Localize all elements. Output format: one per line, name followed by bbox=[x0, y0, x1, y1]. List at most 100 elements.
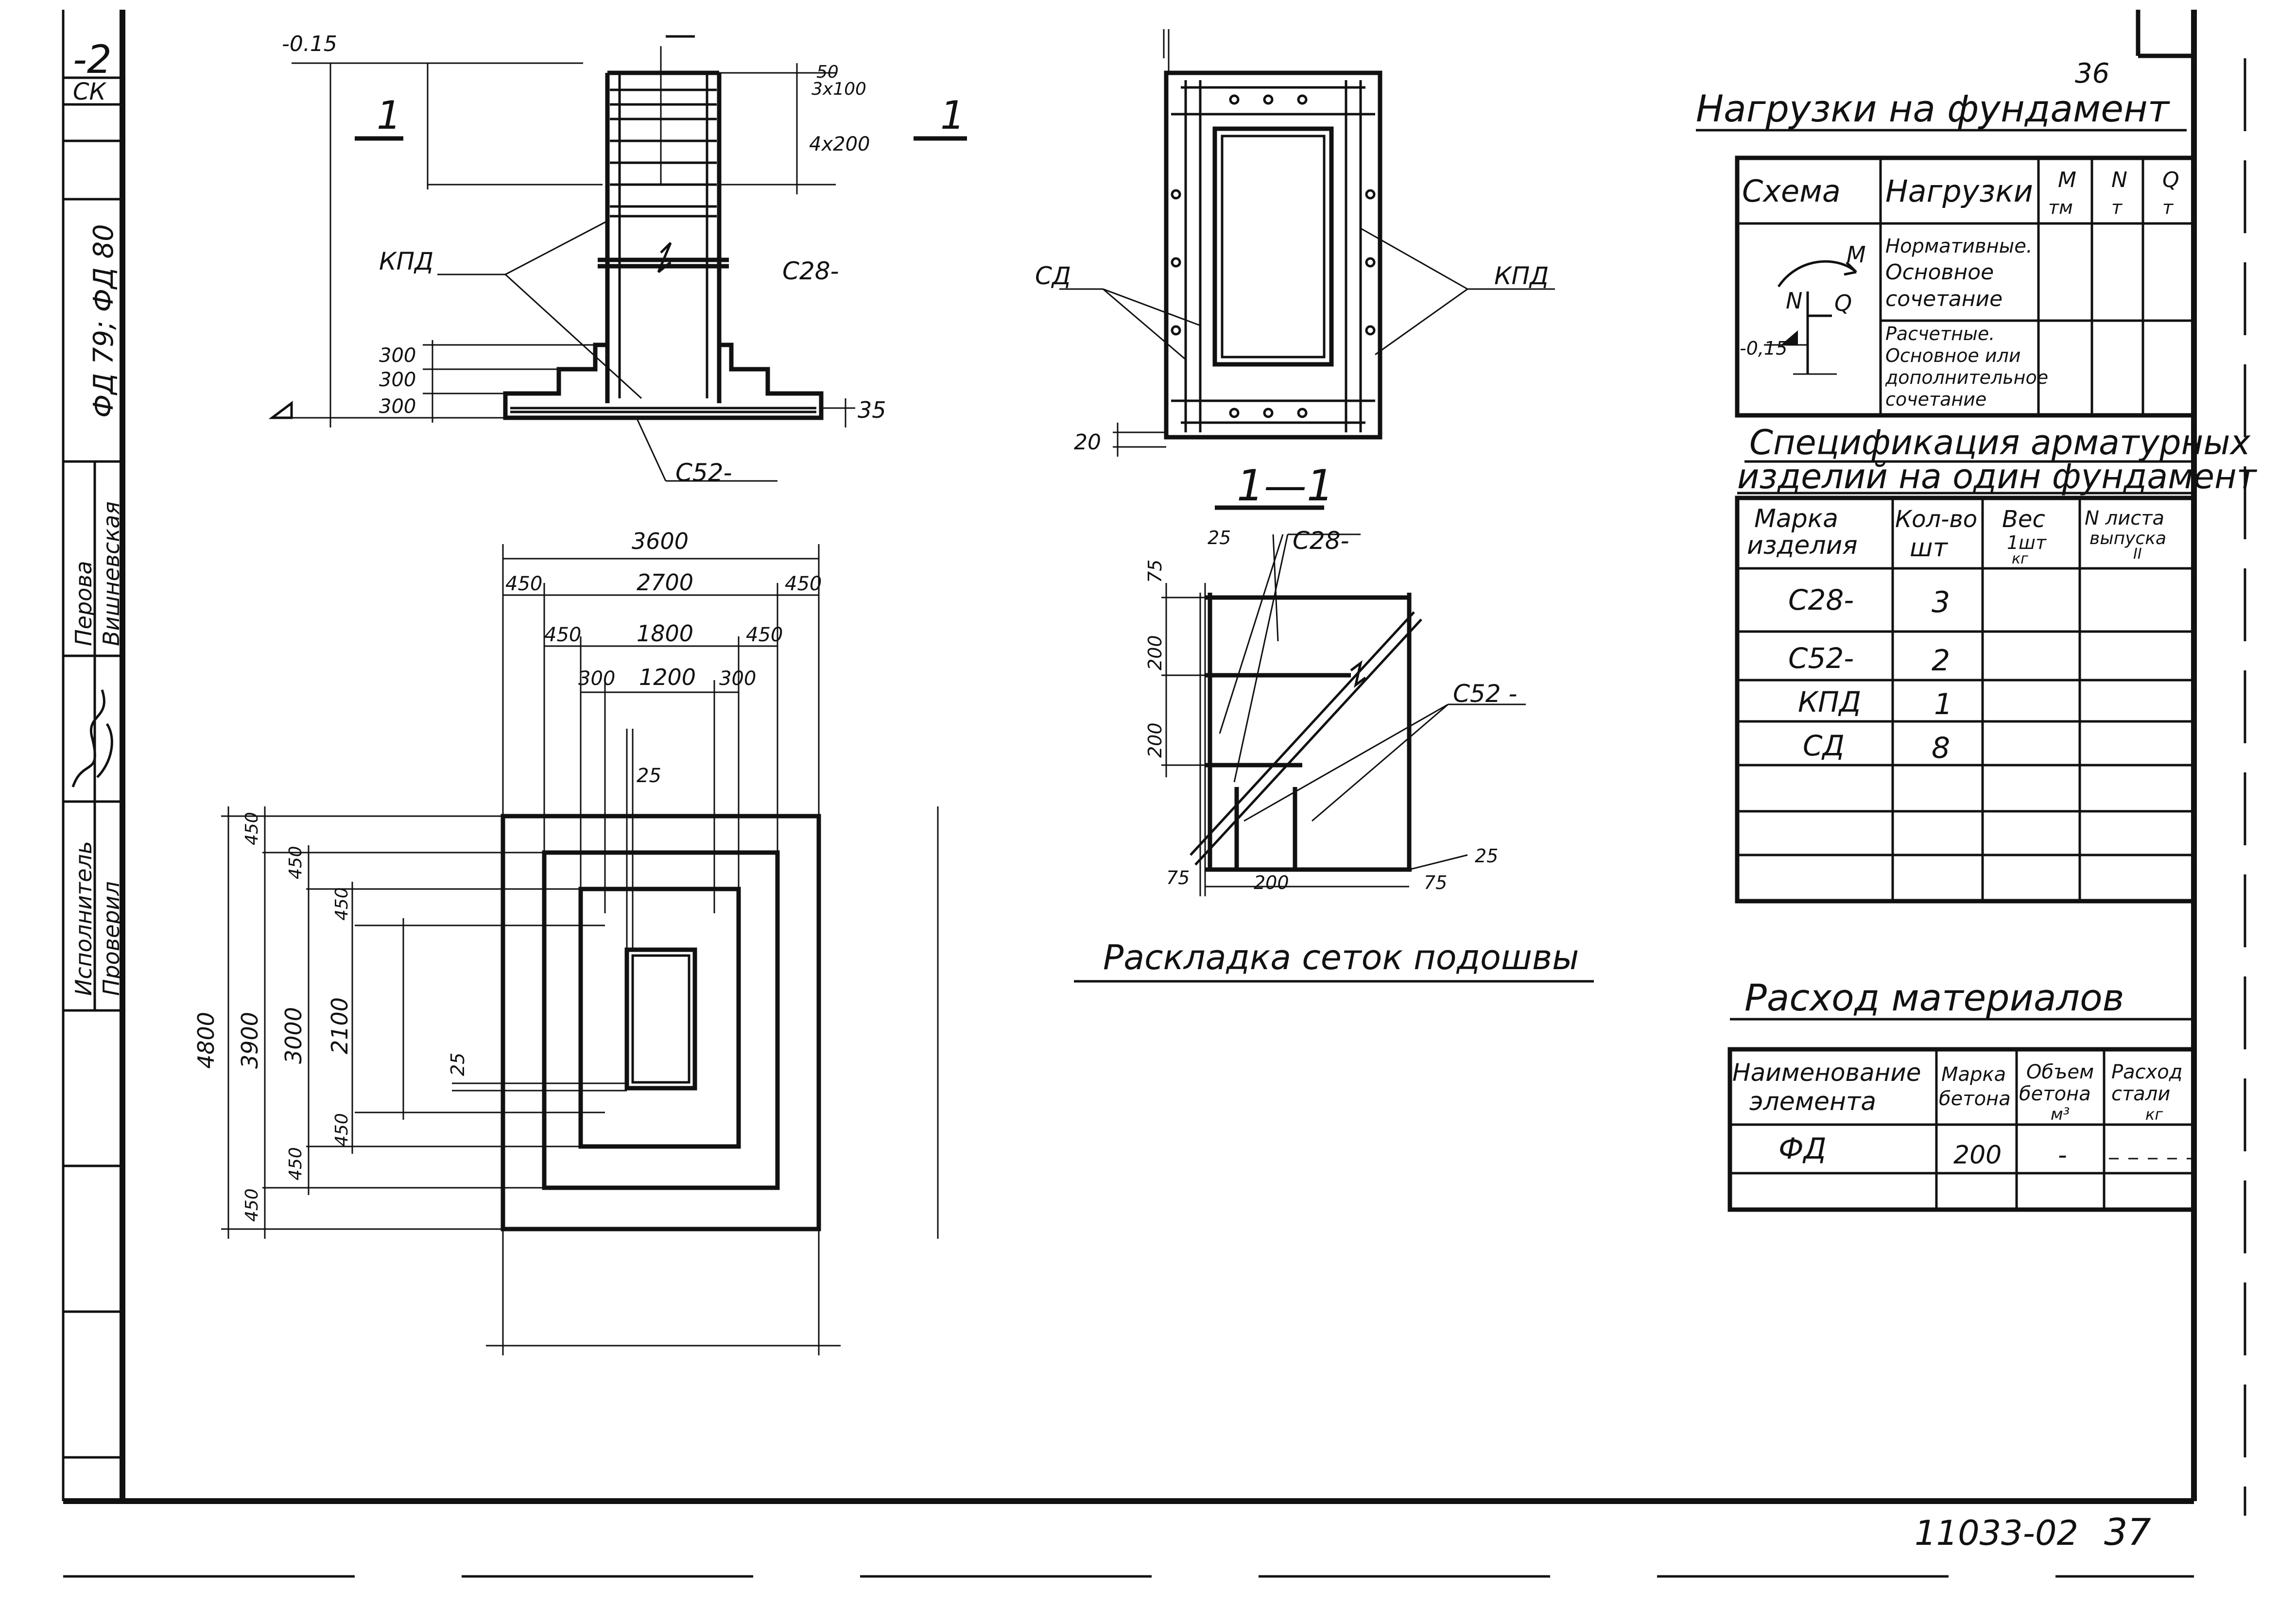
spec-header-sheet-2: выпуска bbox=[2089, 529, 2166, 548]
mesh-dim-75-top: 75 bbox=[1144, 560, 1166, 583]
section-mark-kpd: КПД bbox=[1494, 262, 1549, 290]
loads-table: Нагрузки на фундамент Схема Нагрузки M т… bbox=[1696, 87, 2196, 418]
elevation-dim-300-b: 300 bbox=[379, 369, 416, 391]
scheme-m: M bbox=[1847, 241, 1866, 268]
loads-header-scheme: Схема bbox=[1742, 173, 1841, 209]
plan-width-1200: 1200 bbox=[639, 664, 696, 690]
loads-unit-q: т bbox=[2162, 197, 2174, 218]
mesh-dim-200-a: 200 bbox=[1144, 635, 1166, 670]
elevation-view: -0.15 1 1 50 3x100 4x200 35 300 300 300 … bbox=[268, 32, 967, 487]
loads-header-loads: Нагрузки bbox=[1885, 173, 2033, 209]
mesh-dim-75-left: 75 bbox=[1166, 867, 1190, 889]
section-mark-right: 1 bbox=[940, 93, 965, 138]
loads-header-m: M bbox=[2058, 168, 2076, 192]
loads-header-q: Q bbox=[2162, 168, 2179, 192]
spec-row-4-mark: СД bbox=[1803, 729, 1845, 762]
plan-height-4800: 4800 bbox=[193, 1012, 219, 1069]
plan-height-3900: 3900 bbox=[237, 1012, 263, 1069]
side-stamp: -2 СК ФД 79; ФД 80 Исполнитель Проверил … bbox=[62, 10, 124, 1501]
spec-row-2-mark: С52- bbox=[1788, 642, 1854, 675]
spec-row-1-qty: 3 bbox=[1932, 585, 1950, 619]
materials-header-grade-1: Марка bbox=[1941, 1063, 2006, 1086]
plan-height-450-b: 450 bbox=[286, 846, 306, 879]
elevation-level: -0.15 bbox=[282, 32, 337, 56]
loads-norm-line1: Нормативные. bbox=[1885, 235, 2033, 257]
loads-calc-line2: Основное или bbox=[1885, 345, 2021, 366]
plan-height-450-a: 450 bbox=[242, 812, 262, 845]
plan-width-3600: 3600 bbox=[632, 528, 689, 554]
spec-header-sheet-3: II bbox=[2133, 546, 2142, 563]
plan-width-450-a: 450 bbox=[505, 573, 542, 595]
elevation-dim-300-c: 300 bbox=[379, 395, 416, 418]
spec-row-3-mark: КПД bbox=[1798, 685, 1861, 718]
materials-row-name: ФД bbox=[1778, 1132, 1827, 1166]
mesh-layout: С28- С52 - 25 75 200 200 75 200 75 25 Ра… bbox=[1074, 527, 1594, 983]
plan-height-450-c: 450 bbox=[332, 887, 352, 921]
materials-header-steel-3: кг bbox=[2145, 1105, 2163, 1124]
elevation-dim-35: 35 bbox=[858, 397, 886, 423]
side-name-perova: Перова bbox=[70, 561, 97, 646]
scheme-q: Q bbox=[1834, 290, 1852, 316]
spec-row-1-mark: С28- bbox=[1788, 583, 1854, 616]
drawing-number: 11033-02 bbox=[1915, 1513, 2078, 1553]
spec-row-2-qty: 2 bbox=[1932, 644, 1950, 678]
side-name-vishnevskaya: Вишневская bbox=[98, 501, 124, 646]
page-number: 36 bbox=[2075, 58, 2109, 89]
spec-row-4-qty: 8 bbox=[1932, 731, 1950, 765]
materials-header-name-2: элемента bbox=[1749, 1087, 1876, 1116]
plan-height-2100: 2100 bbox=[327, 997, 353, 1054]
section-mark-sd: СД bbox=[1035, 262, 1071, 290]
loads-calc-line3: дополнительное bbox=[1885, 367, 2048, 388]
stamp-corner: -2 bbox=[73, 37, 112, 82]
spec-header-sheet-1: N листа bbox=[2085, 507, 2164, 530]
mesh-dim-200-b: 200 bbox=[1144, 722, 1166, 758]
plan-height-450-d: 450 bbox=[332, 1113, 352, 1146]
materials-row-grade: 200 bbox=[1953, 1141, 2002, 1170]
spec-header-qty-1: Кол-во bbox=[1895, 506, 1977, 533]
loads-unit-n: т bbox=[2111, 197, 2123, 218]
plan-width-2700: 2700 bbox=[637, 569, 693, 596]
mesh-mark-c52: С52 - bbox=[1453, 680, 1517, 708]
spec-title-line1: Спецификация арматурных bbox=[1749, 423, 2251, 462]
plan-height-3000: 3000 bbox=[280, 1007, 307, 1064]
loads-norm-line2: Основное bbox=[1885, 260, 1994, 285]
materials-header-name-1: Наименование bbox=[1732, 1059, 1921, 1087]
mesh-layout-title: Раскладка сеток подошвы bbox=[1103, 938, 1579, 977]
elevation-mark-c52: С52- bbox=[675, 459, 732, 487]
mesh-dim-25-top: 25 bbox=[1208, 527, 1231, 548]
spec-row-3-qty: 1 bbox=[1934, 687, 1952, 721]
loads-unit-m: тм bbox=[2048, 197, 2073, 218]
materials-header-volume-2: бетона bbox=[2019, 1083, 2091, 1105]
scheme-level: -0,15 bbox=[1740, 338, 1787, 359]
plan-width-450-d: 450 bbox=[746, 624, 783, 646]
materials-header-volume-1: Объем bbox=[2026, 1061, 2094, 1083]
elevation-dim-3x100: 3x100 bbox=[811, 79, 866, 99]
plan-width-450-c: 450 bbox=[544, 624, 581, 646]
spec-header-weight-1: Вес bbox=[2002, 506, 2045, 533]
plan-width-450-b: 450 bbox=[785, 573, 822, 595]
materials-header-steel-2: стали bbox=[2111, 1083, 2170, 1105]
spec-header-mark-1: Марка bbox=[1754, 504, 1838, 533]
side-label-checked: Проверил bbox=[98, 881, 124, 996]
plan-width-300-a: 300 bbox=[578, 667, 615, 690]
loads-calc-line4: сочетание bbox=[1885, 389, 1986, 410]
elevation-mark-c28: С28- bbox=[782, 257, 839, 285]
mesh-dim-75-right: 75 bbox=[1424, 872, 1447, 893]
side-label-performer: Исполнитель bbox=[70, 841, 97, 996]
plan-height-450-f: 450 bbox=[242, 1188, 262, 1222]
materials-header-grade-2: бетона bbox=[1939, 1088, 2011, 1110]
section-1-1: СД КПД 20 1—1 bbox=[1035, 29, 1555, 511]
mesh-dim-25-right: 25 bbox=[1475, 845, 1498, 867]
materials-table: Расход материалов Наименование элемента … bbox=[1727, 976, 2196, 1212]
loads-calc-line1: Расчетные. bbox=[1885, 323, 1995, 344]
materials-header-steel-1: Расход bbox=[2111, 1061, 2182, 1083]
loads-title: Нагрузки на фундамент bbox=[1696, 87, 2171, 130]
scheme-n: N bbox=[1786, 288, 1802, 314]
mesh-dim-200-bottom: 200 bbox=[1254, 872, 1289, 893]
section-cover-20: 20 bbox=[1074, 430, 1101, 455]
materials-row-volume: - bbox=[2058, 1141, 2067, 1170]
elevation-dim-50: 50 bbox=[816, 62, 839, 82]
spec-title-line2: изделий на один фундамент bbox=[1737, 457, 2258, 496]
plan-width-300-b: 300 bbox=[719, 667, 756, 690]
